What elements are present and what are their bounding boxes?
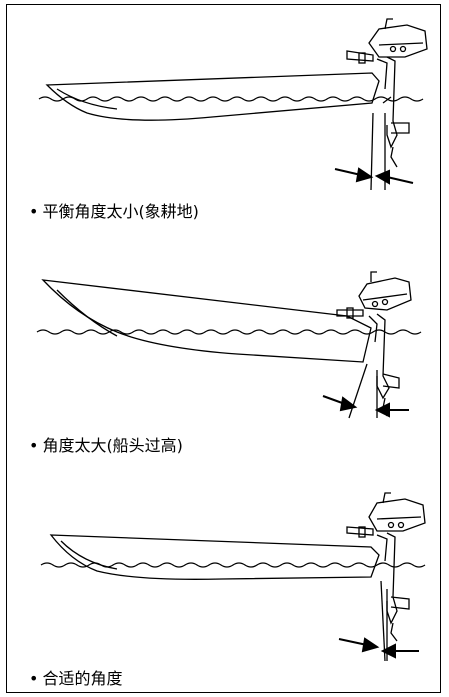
water-wave [36, 329, 422, 335]
arrow-right [374, 169, 414, 185]
reference-line-angled [348, 363, 368, 419]
panel-too-large: •角度太大(船头过高) [7, 230, 442, 465]
caption-too-large: •角度太大(船头过高) [29, 432, 183, 456]
illustration-frame: •平衡角度太小(象耕地) [6, 4, 441, 693]
boat-hull [41, 279, 372, 363]
arrow-left [322, 395, 358, 412]
boat-hull [49, 534, 380, 580]
arrow-left [334, 167, 374, 183]
arrow-right [380, 643, 419, 659]
boat-hull-chine [60, 540, 118, 570]
outboard-motor [336, 271, 412, 417]
caption-text-3: 合适的角度 [42, 669, 123, 688]
reference-line-angled [370, 112, 374, 191]
water-wave [38, 96, 424, 102]
caption-too-small: •平衡角度太小(象耕地) [29, 198, 199, 222]
reference-line-angled [380, 580, 386, 662]
water-wave [40, 562, 426, 568]
arrow-right [374, 402, 409, 418]
caption-text-1: 平衡角度太小(象耕地) [42, 202, 199, 221]
boat-hull-chine [56, 289, 118, 337]
boat-hull-chine [56, 88, 118, 110]
arrow-left [338, 637, 380, 653]
panel-too-small: •平衡角度太小(象耕地) [7, 5, 442, 230]
panel-correct: •合适的角度 [7, 465, 442, 694]
boat-diagram-too-small [38, 18, 428, 191]
caption-text-2: 角度太大(船头过高) [42, 436, 183, 455]
boat-diagram-correct [40, 492, 426, 662]
bullet-3: • [29, 669, 39, 688]
bullet-1: • [29, 202, 39, 221]
bullet-2: • [29, 436, 39, 455]
caption-correct: •合适的角度 [29, 665, 122, 689]
outboard-motor [346, 492, 426, 642]
boat-hull [45, 72, 380, 121]
outboard-motor [346, 18, 428, 168]
boat-diagram-too-large [36, 271, 422, 419]
